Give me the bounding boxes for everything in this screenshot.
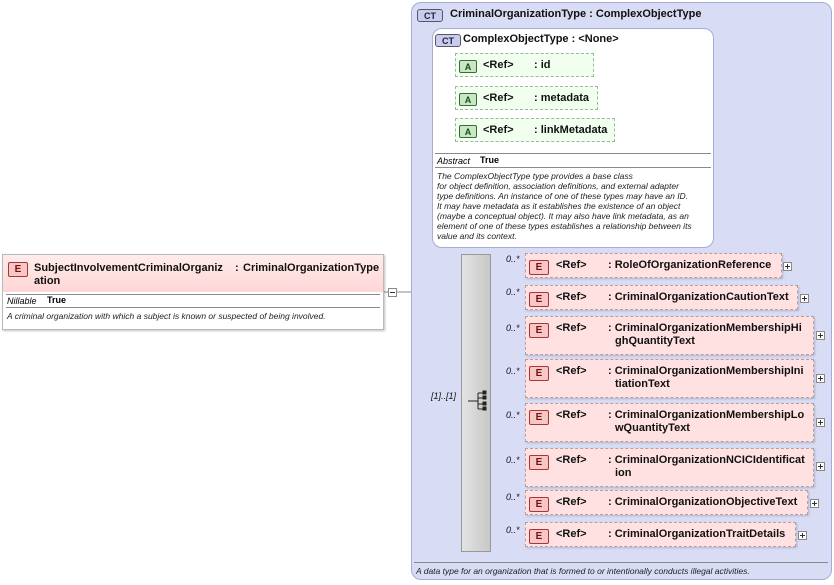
root-element-name: SubjectInvolvementCriminalOrganiz ation <box>34 262 223 287</box>
nillable-value: True <box>47 295 67 305</box>
attribute-name: : linkMetadata <box>534 124 608 136</box>
attribute-ref: <Ref> <box>483 92 514 104</box>
attribute-ref: <Ref> <box>483 124 514 136</box>
attribute-metadata[interactable]: A <Ref> : metadata <box>455 86 598 110</box>
attribute-id[interactable]: A <Ref> : id <box>455 53 594 77</box>
child-element-membership-high-quantity-text[interactable]: E <Ref> : CriminalOrganizationMembership… <box>525 316 814 355</box>
complex-type-documentation: A data type for an organization that is … <box>416 566 750 576</box>
element-icon: E <box>529 323 549 338</box>
expand-icon[interactable] <box>810 499 819 508</box>
occurrence-label: 0..* <box>506 287 520 297</box>
child-ref: <Ref> <box>556 454 587 466</box>
abstract-value: True <box>480 155 500 165</box>
occurrence-label: 0..* <box>506 525 520 535</box>
collapse-toggle-icon[interactable] <box>388 288 397 297</box>
child-name: : CriminalOrganizationObjectiveText <box>608 496 798 508</box>
element-icon: E <box>529 497 549 512</box>
nillable-label: Nillable <box>7 296 37 306</box>
child-element-caution-text[interactable]: E <Ref> : CriminalOrganizationCautionTex… <box>525 285 798 310</box>
attribute-icon: A <box>459 60 477 73</box>
root-element-documentation: A criminal organization with which a sub… <box>7 311 326 321</box>
child-element-objective-text[interactable]: E <Ref> : CriminalOrganizationObjectiveT… <box>525 490 808 515</box>
attribute-icon: A <box>459 93 477 106</box>
divider <box>6 307 380 308</box>
child-name: : CriminalOrganizationCautionText <box>608 291 789 303</box>
attribute-name: : metadata <box>534 92 590 104</box>
occurrence-label: 0..* <box>506 492 520 502</box>
complex-type-icon: CT <box>417 9 443 22</box>
root-element-type-sep: : <box>235 262 239 274</box>
expand-icon[interactable] <box>816 374 825 383</box>
expand-icon[interactable] <box>800 294 809 303</box>
root-element-box[interactable]: E SubjectInvolvementCriminalOrganiz atio… <box>2 254 384 330</box>
complex-type-title: CriminalOrganizationType : ComplexObject… <box>450 8 702 20</box>
occurrence-label: 0..* <box>506 323 520 333</box>
divider <box>414 562 828 563</box>
root-element-header <box>3 255 383 292</box>
element-icon: E <box>529 366 549 381</box>
expand-icon[interactable] <box>816 462 825 471</box>
element-icon: E <box>529 529 549 544</box>
base-type-documentation: The ComplexObjectType type provides a ba… <box>437 171 692 241</box>
element-icon: E <box>529 292 549 307</box>
child-element-membership-initiation-text[interactable]: E <Ref> : CriminalOrganizationMembership… <box>525 359 814 398</box>
expand-icon[interactable] <box>783 262 792 271</box>
child-ref: <Ref> <box>556 365 587 377</box>
element-icon: E <box>529 455 549 470</box>
divider <box>6 294 380 295</box>
occurrence-label: 0..* <box>506 366 520 376</box>
occurrence-label: 0..* <box>506 254 520 264</box>
child-element-ncic-identification[interactable]: E <Ref> : CriminalOrganizationNCICIdenti… <box>525 448 814 487</box>
expand-icon[interactable] <box>816 418 825 427</box>
child-name: : CriminalOrganizationTraitDetails <box>608 528 786 540</box>
base-type-icon: CT <box>435 34 461 47</box>
expand-icon[interactable] <box>798 531 807 540</box>
child-ref: <Ref> <box>556 259 587 271</box>
attribute-name: : id <box>534 59 551 71</box>
child-ref: <Ref> <box>556 409 587 421</box>
element-icon: E <box>529 410 549 425</box>
divider <box>435 153 711 154</box>
expand-icon[interactable] <box>816 331 825 340</box>
base-type-title: ComplexObjectType : <None> <box>463 33 619 45</box>
element-icon: E <box>8 262 28 277</box>
divider <box>435 167 711 168</box>
child-element-membership-low-quantity-text[interactable]: E <Ref> : CriminalOrganizationMembership… <box>525 403 814 442</box>
child-ref: <Ref> <box>556 291 587 303</box>
root-element-type: CriminalOrganizationType <box>243 262 380 274</box>
child-ref: <Ref> <box>556 322 587 334</box>
occurrence-label: 0..* <box>506 410 520 420</box>
sequence-occurrence: [1]..[1] <box>431 391 457 401</box>
child-element-trait-details[interactable]: E <Ref> : CriminalOrganizationTraitDetai… <box>525 522 796 547</box>
child-ref: <Ref> <box>556 496 587 508</box>
attribute-icon: A <box>459 125 477 138</box>
child-element-role-of-organization-reference[interactable]: E <Ref> : RoleOfOrganizationReference <box>525 253 782 278</box>
attribute-linkmetadata[interactable]: A <Ref> : linkMetadata <box>455 118 615 142</box>
element-icon: E <box>529 260 549 275</box>
occurrence-label: 0..* <box>506 455 520 465</box>
child-name: : RoleOfOrganizationReference <box>608 259 772 271</box>
attribute-ref: <Ref> <box>483 59 514 71</box>
child-ref: <Ref> <box>556 528 587 540</box>
abstract-label: Abstract <box>437 156 471 166</box>
